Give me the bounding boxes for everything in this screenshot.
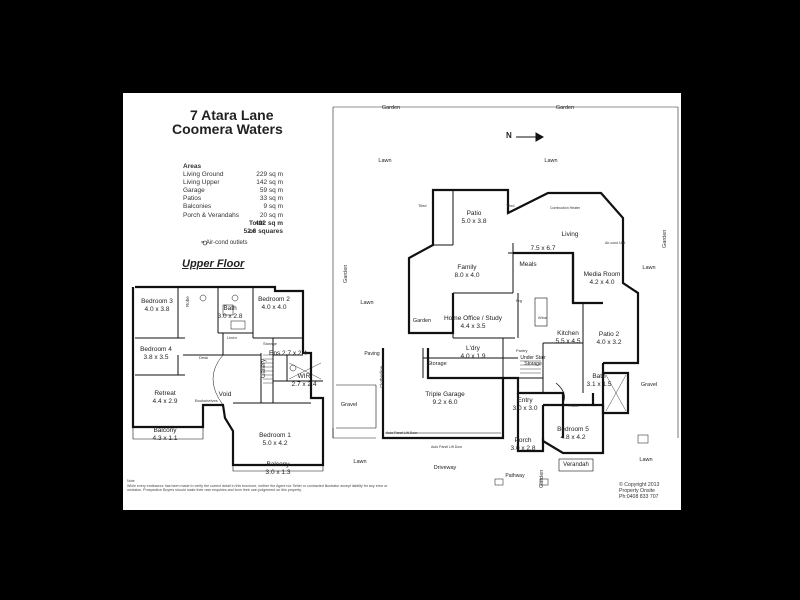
- north-label: N: [506, 131, 512, 140]
- area-value: 20 sq m: [259, 211, 283, 219]
- upper-floor-heading: Upper Floor: [182, 258, 245, 270]
- label-garden-side: Garden: [343, 264, 349, 283]
- label-garden: Garden: [412, 318, 432, 324]
- label-upper-storage: Storage: [263, 341, 278, 346]
- area-value: 229 sq m: [256, 171, 283, 179]
- label-gravel-right: Gravel: [640, 382, 658, 388]
- room-living: Living: [561, 231, 579, 238]
- label-paving: Paving: [364, 351, 380, 357]
- label-desk: Desk: [199, 355, 209, 360]
- room-ensuite: Ens 2.7 x 2.4: [269, 350, 307, 357]
- label-lawn: Lawn: [642, 265, 656, 271]
- label-lawn: Lawn: [360, 300, 374, 306]
- label-fridge: Frg: [516, 298, 522, 303]
- label-meals: Meals: [519, 261, 537, 268]
- label-garden-front: Garden: [539, 469, 545, 488]
- area-label: Garage: [183, 187, 205, 195]
- label-upper-robe: Robe: [185, 296, 190, 307]
- label-garden-right: Garden: [662, 229, 668, 248]
- label-pathway: Pathway: [505, 473, 525, 479]
- north-arrow: [516, 132, 545, 142]
- label-garden-top-right: Garden: [555, 105, 575, 111]
- areas-table: Areas Living Ground 229 sq m Living Upper…: [183, 163, 283, 236]
- ground-floor-walls: [332, 188, 649, 486]
- area-value: 33 sq m: [259, 195, 283, 203]
- credit-line2: Property Onsite: [619, 488, 656, 494]
- area-total-label: Total: [249, 219, 265, 227]
- room-under-stair: Under Stair Storage: [520, 355, 546, 367]
- site-boundary: [332, 107, 376, 439]
- label-aircond-unit: Air-cond Unit: [605, 241, 626, 245]
- areas-header: Areas: [183, 163, 202, 170]
- label-driveway: Driveway: [433, 465, 457, 471]
- label-lawn: Lawn: [544, 158, 558, 164]
- label-gravel-left: Gravel: [340, 402, 358, 408]
- area-label: Balconies: [183, 203, 212, 211]
- label-pantry: Pantry: [516, 348, 528, 353]
- room-living-size: 7.5 x 6.7: [530, 245, 556, 252]
- label-lawn: Lawn: [353, 459, 367, 465]
- label-lawn: Lawn: [639, 457, 653, 463]
- air-cond-outlet-icon: [202, 240, 208, 246]
- area-total-value: 492 sq m: [255, 219, 283, 227]
- label-clothesline: Clothesline: [379, 365, 384, 388]
- floor-plan-drawing: [131, 106, 679, 486]
- floor-plan-sheet: 7 Atara Lane Coomera Waters Areas Living…: [123, 93, 681, 510]
- label-garden-top-left: Garden: [381, 105, 401, 111]
- label-wine: Wine: [538, 315, 548, 320]
- property-address-line1: 7 Atara Lane: [190, 107, 274, 123]
- credit-line1: © Copyright 2013: [619, 482, 660, 488]
- area-label: Living Ground: [183, 171, 224, 179]
- area-label: Patios: [183, 195, 202, 203]
- label-verandah: Verandah: [563, 462, 589, 468]
- area-value: 9 sq m: [263, 203, 283, 211]
- area-value: 142 sq m: [256, 179, 283, 187]
- label-linen: Linen: [227, 335, 237, 340]
- property-address-line2: Coomera Waters: [172, 121, 283, 137]
- label-ground-robe: Robe: [569, 403, 579, 408]
- label-tiled: Tiled: [418, 203, 427, 208]
- label-auto-door-2: Auto Panel Lift Door: [431, 445, 463, 449]
- credit-line3: Ph:0408 833 707: [619, 494, 659, 500]
- label-auto-door-1: Auto Panel Lift Door: [386, 431, 418, 435]
- area-or-value: 52.6 squares: [243, 227, 283, 235]
- label-combustion-heater: Combustion Heater: [550, 206, 581, 210]
- area-label: Living Upper: [183, 179, 220, 187]
- area-label: Porch & Verandahs: [183, 211, 240, 219]
- label-bookshelves: Bookshelves: [195, 398, 218, 403]
- room-storage: Storage: [427, 361, 447, 367]
- label-void: Void: [218, 391, 232, 398]
- copyright-credit: © Copyright 2013 Property Onsite Ph:0408…: [619, 482, 659, 500]
- upper-floor-walls: [131, 285, 325, 472]
- area-value: 59 sq m: [259, 187, 283, 195]
- label-tiled: Tiled: [506, 203, 515, 208]
- air-cond-legend: = Air-cond outlets: [201, 240, 248, 246]
- area-or-label: or: [249, 227, 256, 235]
- disclaimer-note: Note While every endeavour has been made…: [127, 479, 388, 492]
- label-gallery: Gallery: [261, 358, 267, 378]
- label-lawn: Lawn: [378, 158, 392, 164]
